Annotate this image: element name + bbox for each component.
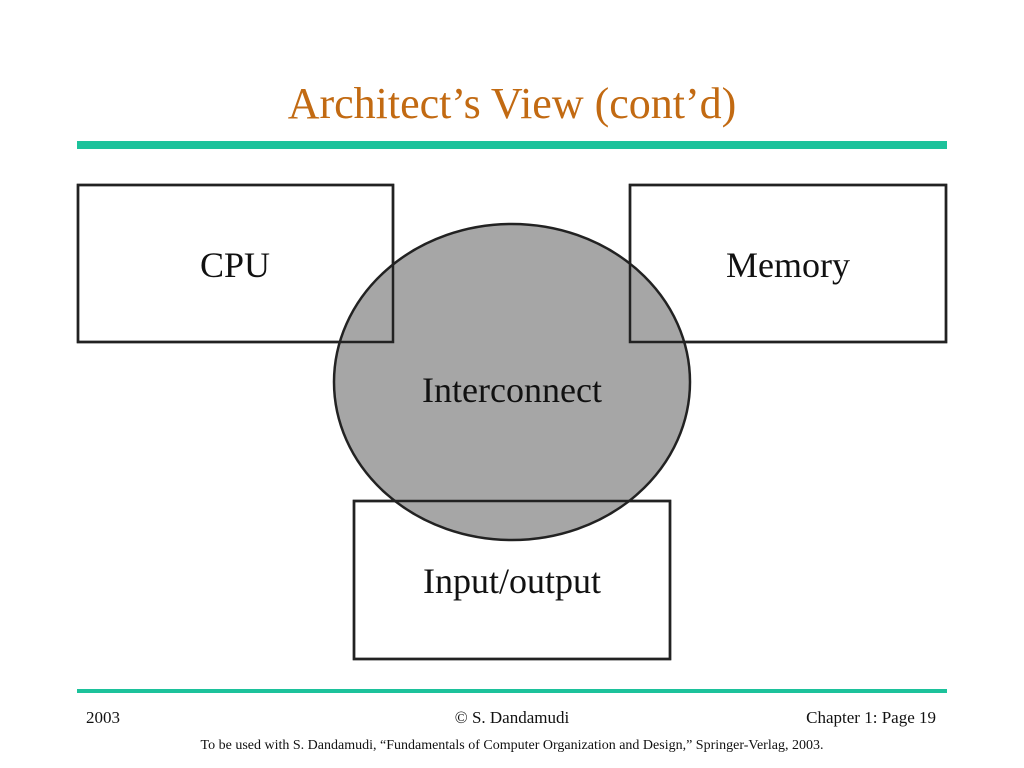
memory-box-outline bbox=[628, 183, 948, 344]
slide-title: Architect’s View (cont’d) bbox=[287, 79, 737, 128]
cpu-box-outline bbox=[76, 183, 395, 344]
io-box-outline bbox=[352, 499, 672, 661]
cpu-box bbox=[76, 183, 395, 344]
io-label: Input/output bbox=[423, 561, 601, 601]
footer-divider bbox=[77, 689, 947, 693]
interconnect-ellipse bbox=[332, 222, 692, 542]
memory-label: Memory bbox=[726, 245, 850, 285]
footer-author: © S. Dandamudi bbox=[454, 708, 570, 727]
footer-note: To be used with S. Dandamudi, “Fundament… bbox=[200, 738, 824, 753]
interconnect-label: Interconnect bbox=[422, 370, 602, 410]
cpu-label: CPU bbox=[200, 245, 270, 285]
footer-page: Chapter 1: Page 19 bbox=[806, 708, 936, 727]
title-divider bbox=[77, 141, 947, 149]
footer-year: 2003 bbox=[86, 708, 120, 727]
